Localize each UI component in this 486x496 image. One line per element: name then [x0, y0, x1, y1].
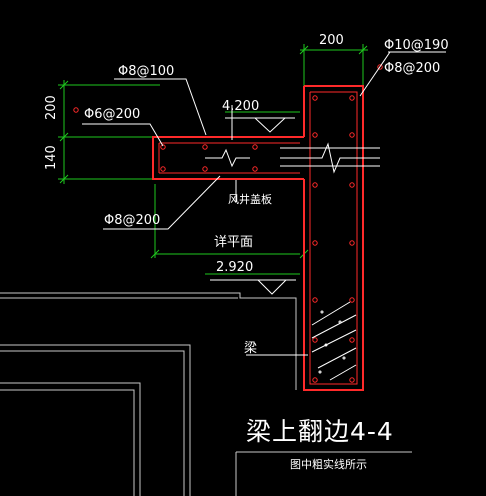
- label-rebar-bottom-left: Φ8@200: [104, 213, 160, 228]
- rebar-dot: [312, 240, 318, 246]
- rebar-dots: [73, 64, 383, 383]
- label-rebar-wall-dist: Φ8@200: [384, 61, 440, 76]
- rebar-dot: [202, 144, 208, 150]
- label-level-bottom: 2.920: [216, 260, 253, 275]
- label-beam: 梁: [244, 341, 257, 356]
- label-slab-name: 风井盖板: [228, 192, 272, 206]
- rebar-dot: [349, 95, 355, 101]
- rebar-dot: [349, 377, 355, 383]
- level-markers: [210, 117, 296, 295]
- rebar-dot: [349, 240, 355, 246]
- rebar-dot: [252, 166, 258, 172]
- label-rebar-slab: Φ6@200: [84, 107, 140, 122]
- rebar-dot: [312, 297, 318, 303]
- label-level-top: 4.200: [222, 99, 259, 114]
- concrete-outline: [152, 85, 364, 391]
- rebar-dot: [252, 144, 258, 150]
- section-note: 图中粗实线所示: [290, 457, 367, 471]
- label-rebar-top-left: Φ8@100: [118, 64, 174, 79]
- label-see-plan: 详平面: [214, 235, 253, 250]
- rebar-dot: [160, 144, 166, 150]
- dimension-slab-thickness: 140: [44, 145, 59, 170]
- background-frame-lines: [0, 292, 412, 496]
- break-lines: [205, 142, 380, 174]
- rebar-dot: [160, 166, 166, 172]
- labels: Φ8@100 Φ6@200 Φ8@200 Φ10@190 Φ8@200 4.20…: [44, 33, 449, 471]
- leader-lines: [82, 51, 446, 356]
- dimension-lines: [58, 44, 368, 275]
- section-title: 梁上翻边4-4: [246, 417, 394, 446]
- label-rebar-wall-main: Φ10@190: [384, 38, 449, 53]
- dimension-slab-upper: 200: [44, 95, 59, 120]
- rebar-dot: [349, 337, 355, 343]
- beam-hatch: [311, 301, 357, 381]
- rebar-dot: [312, 337, 318, 343]
- rebar-dot: [349, 182, 355, 188]
- rebar-dot: [349, 132, 355, 138]
- rebar-dot: [312, 377, 318, 383]
- rebar-dot: [202, 166, 208, 172]
- rebar-dot: [349, 297, 355, 303]
- rebar-dot: [73, 107, 79, 113]
- dimension-wall-width: 200: [319, 33, 344, 48]
- rebar-dot: [312, 95, 318, 101]
- rebar-dot: [377, 64, 383, 70]
- rebar-dot: [312, 132, 318, 138]
- rebar-dot: [312, 182, 318, 188]
